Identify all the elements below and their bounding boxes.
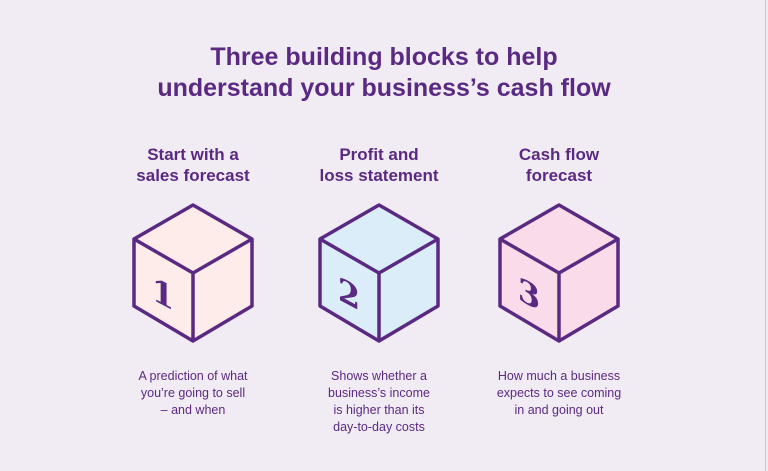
block-1: Start with a sales forecast 1 A predictio… — [103, 144, 283, 419]
block-3: Cash flow forecast 3 How much a business e… — [469, 144, 649, 419]
cube-number: 2 — [338, 270, 360, 319]
title-line-1: Three building blocks to help — [210, 43, 558, 71]
heading-line: loss statement — [319, 166, 439, 185]
description-line: is higher than its — [333, 403, 425, 417]
block-heading: Cash flow forecast — [469, 144, 649, 186]
cube-icon: 2 — [318, 203, 440, 343]
block-2: Profit and loss statement 2 Shows whether… — [289, 144, 469, 436]
description-line: business’s income — [328, 386, 430, 400]
description-line: you’re going to sell — [140, 386, 246, 400]
description-line: – and when — [160, 403, 226, 417]
block-description: A prediction of what you’re going to sell… — [103, 368, 283, 419]
description-line: How much a business — [497, 369, 621, 383]
cube-icon: 1 — [132, 203, 254, 343]
description-line: expects to see coming — [496, 386, 622, 400]
heading-line: Start with a — [147, 145, 239, 164]
description-line: in and going out — [514, 403, 604, 417]
page-title: Three building blocks to help understand… — [0, 42, 768, 104]
block-heading: Start with a sales forecast — [103, 144, 283, 186]
cube-number: 1 — [152, 270, 174, 319]
block-description: Shows whether a business’s income is highe… — [289, 368, 469, 436]
heading-line: sales forecast — [136, 166, 250, 185]
cube-number: 3 — [518, 270, 540, 319]
title-line-2: understand your business’s cash flow — [157, 74, 611, 102]
block-description: How much a business expects to see coming… — [469, 368, 649, 419]
description-line: A prediction of what — [138, 369, 248, 383]
frame-border — [765, 0, 766, 471]
heading-line: Cash flow — [518, 145, 600, 164]
cube-icon: 3 — [498, 203, 620, 343]
block-heading: Profit and loss statement — [289, 144, 469, 186]
description-line: day-to-day costs — [333, 420, 425, 434]
heading-line: Profit and — [339, 145, 419, 164]
heading-line: forecast — [525, 166, 593, 185]
description-line: Shows whether a — [331, 369, 427, 383]
